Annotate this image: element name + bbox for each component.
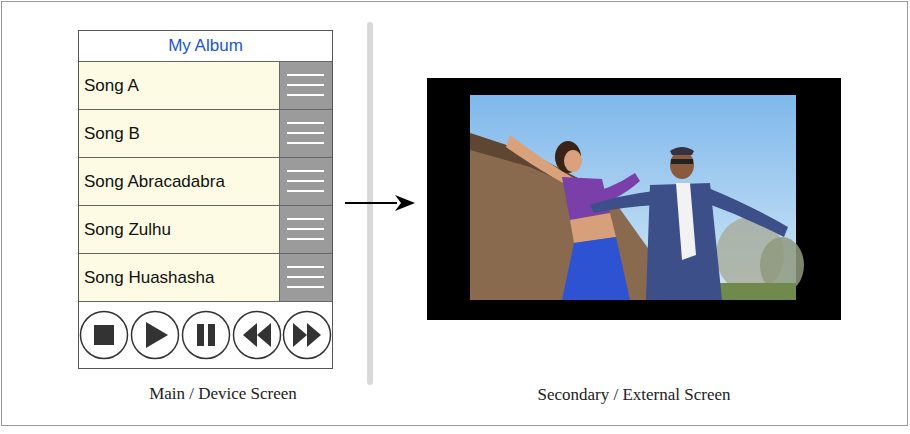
flow-arrow xyxy=(345,195,415,211)
drag-handle xyxy=(279,206,332,253)
control-button xyxy=(81,312,128,359)
handle-ground xyxy=(279,110,332,157)
handle-line xyxy=(287,276,324,278)
song-title: Song B xyxy=(84,110,140,157)
stop-icon xyxy=(94,325,114,345)
handle-line xyxy=(287,84,324,86)
handle-line xyxy=(287,238,324,240)
rewind-icon xyxy=(257,323,271,347)
pause-icon xyxy=(197,324,204,346)
drag-handle xyxy=(279,62,332,109)
screen-caption: Secondary / External Screen xyxy=(427,385,841,405)
handle-border xyxy=(279,158,280,205)
play-icon xyxy=(146,322,168,348)
handle-line xyxy=(287,190,324,192)
external-screen: Secondary / External Screen xyxy=(427,78,841,320)
handle-line xyxy=(287,266,324,268)
song-row: Song Abracadabra xyxy=(79,158,332,206)
sky xyxy=(470,95,796,300)
drag-handle xyxy=(279,254,332,301)
handle-line xyxy=(287,286,324,288)
handle-border xyxy=(279,254,280,301)
song-title: Song Huashasha xyxy=(84,254,214,301)
arm xyxy=(590,191,656,213)
handle-ground xyxy=(279,62,332,109)
handle-ground xyxy=(279,158,332,205)
face xyxy=(670,151,694,179)
handle-line xyxy=(287,142,324,144)
cap xyxy=(670,147,694,155)
handle-ground xyxy=(279,206,332,253)
forward-icon xyxy=(307,323,321,347)
handle-line xyxy=(287,74,324,76)
outer-frame xyxy=(2,2,908,426)
wall xyxy=(470,133,675,300)
song-row: Song Huashasha xyxy=(79,254,332,302)
handle-line xyxy=(287,180,324,182)
control-button xyxy=(183,312,230,359)
sunglasses xyxy=(671,159,693,164)
screen-caption: Main / Device Screen xyxy=(78,384,368,404)
song-title: Song Zulhu xyxy=(84,206,171,253)
song-title: Song Abracadabra xyxy=(84,158,225,205)
pause-icon xyxy=(208,324,215,346)
handle-border xyxy=(279,206,280,253)
handle-line xyxy=(287,218,324,220)
hair xyxy=(555,141,581,173)
handle-ground xyxy=(279,254,332,301)
handle-border xyxy=(279,62,280,109)
rewind-icon xyxy=(243,323,257,347)
handle-line xyxy=(287,122,324,124)
control-button xyxy=(234,312,281,359)
arrow-head xyxy=(395,195,415,211)
drag-handle xyxy=(279,110,332,157)
handle-line xyxy=(287,94,324,96)
control-button xyxy=(284,312,331,359)
song-row: Song Zulhu xyxy=(79,206,332,254)
device-screen: My AlbumMain / Device ScreenSong ASong B… xyxy=(78,30,333,369)
handle-line xyxy=(287,228,324,230)
video-still xyxy=(470,95,804,300)
face xyxy=(564,150,582,172)
song-row: Song B xyxy=(79,110,332,158)
arm xyxy=(706,187,788,237)
handle-line xyxy=(287,132,324,134)
shirt xyxy=(676,183,696,260)
handle-border xyxy=(279,110,280,157)
handle-line xyxy=(287,170,324,172)
song-row: Song A xyxy=(79,62,332,110)
skirt xyxy=(562,237,630,300)
forward-icon xyxy=(293,323,307,347)
album-title: My Album xyxy=(79,31,332,62)
playback-controls xyxy=(79,302,332,369)
arrow-shaft xyxy=(345,202,397,204)
video-frame xyxy=(427,78,841,320)
drag-handle xyxy=(279,158,332,205)
song-title: Song A xyxy=(84,62,139,109)
control-button xyxy=(132,312,179,359)
